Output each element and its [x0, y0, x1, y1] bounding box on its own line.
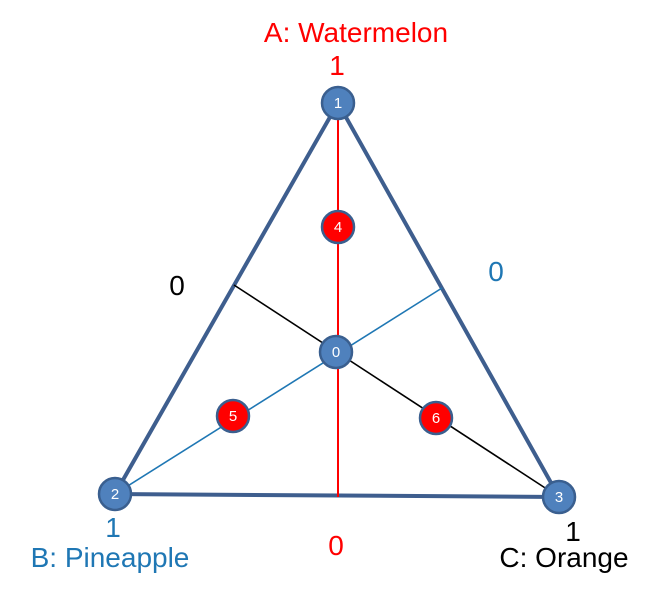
node-3: 3	[541, 479, 577, 515]
pineapple-axis-line	[114, 287, 443, 495]
node-4-circle	[320, 209, 356, 245]
c-right-value: 1	[565, 516, 581, 547]
b-left-value: 1	[105, 512, 121, 543]
node-1-circle	[320, 85, 356, 121]
orange-axis-line	[233, 284, 560, 498]
a-top-value: 1	[329, 50, 345, 81]
node-0: 0	[318, 334, 354, 370]
node-2-circle	[97, 476, 133, 512]
vertex-b-label: B: Pineapple	[31, 542, 190, 573]
node-0-label: 0	[332, 344, 340, 361]
node-5-circle	[215, 398, 251, 434]
a-bottom-value: 0	[328, 530, 344, 561]
node-4: 4	[320, 209, 356, 245]
node-0-circle	[318, 334, 354, 370]
b-right-value: 0	[488, 256, 504, 287]
node-3-label: 3	[555, 489, 563, 506]
vertex-a-label: A: Watermelon	[264, 17, 448, 48]
node-5-label: 5	[229, 408, 237, 425]
node-6: 6	[418, 400, 454, 436]
node-2: 2	[97, 476, 133, 512]
c-left-value: 0	[169, 270, 185, 301]
node-5: 5	[215, 398, 251, 434]
vertex-c-label: C: Orange	[499, 542, 628, 573]
node-6-circle	[418, 400, 454, 436]
node-6-label: 6	[432, 410, 440, 427]
node-4-label: 4	[334, 219, 342, 236]
node-2-label: 2	[111, 486, 119, 503]
node-3-circle	[541, 479, 577, 515]
node-1-label: 1	[334, 95, 342, 112]
node-1: 1	[320, 85, 356, 121]
